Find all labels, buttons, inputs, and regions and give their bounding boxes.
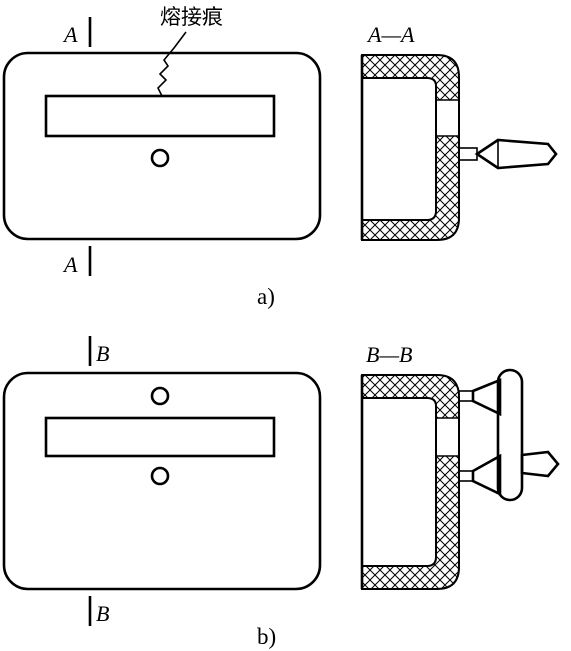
section-mark-b-bottom: B (96, 601, 109, 626)
runner-b-branch-top (471, 378, 502, 417)
runner-b-main-bar (496, 368, 524, 502)
section-a-wall-opening-edges (436, 99, 459, 137)
section-a-body (361, 54, 460, 241)
plate-a-gate-hole (150, 148, 170, 168)
caption-a: a) (257, 284, 275, 309)
runner-a-cone (474, 138, 558, 170)
caption-b: b) (257, 624, 276, 649)
figure-b: B B B—B b) (2, 336, 560, 649)
section-mark-b-top: B (96, 341, 109, 366)
plate-b-gate-hole-bottom (150, 466, 170, 486)
runner-b-neck-top (458, 390, 474, 402)
runner-b-branch-bottom (471, 453, 502, 497)
plate-b-slot (44, 416, 276, 458)
figure-a: A A 熔接痕 A—A a) (2, 5, 558, 309)
weld-mark-a-label: 熔接痕 (160, 5, 223, 29)
runner-b-neck-bottom (458, 470, 474, 482)
plate-b-gate-hole-top (150, 386, 170, 406)
section-a-title: A—A (366, 22, 415, 47)
section-a-wall-opening (437, 100, 458, 136)
runner-a-neck (458, 147, 478, 161)
plate-a-slot (44, 94, 276, 138)
section-mark-a-bottom: A (62, 252, 78, 277)
weld-mark-a (157, 31, 187, 97)
section-b-wall-opening-edges (436, 417, 459, 457)
section-b-title: B—B (366, 342, 412, 367)
plate-a-front (2, 51, 322, 241)
section-b-body (361, 374, 460, 590)
section-b-wall-opening (437, 418, 458, 456)
section-mark-a-top: A (62, 22, 78, 47)
plate-b-front (2, 371, 322, 591)
runner-b-sprue (520, 450, 560, 478)
